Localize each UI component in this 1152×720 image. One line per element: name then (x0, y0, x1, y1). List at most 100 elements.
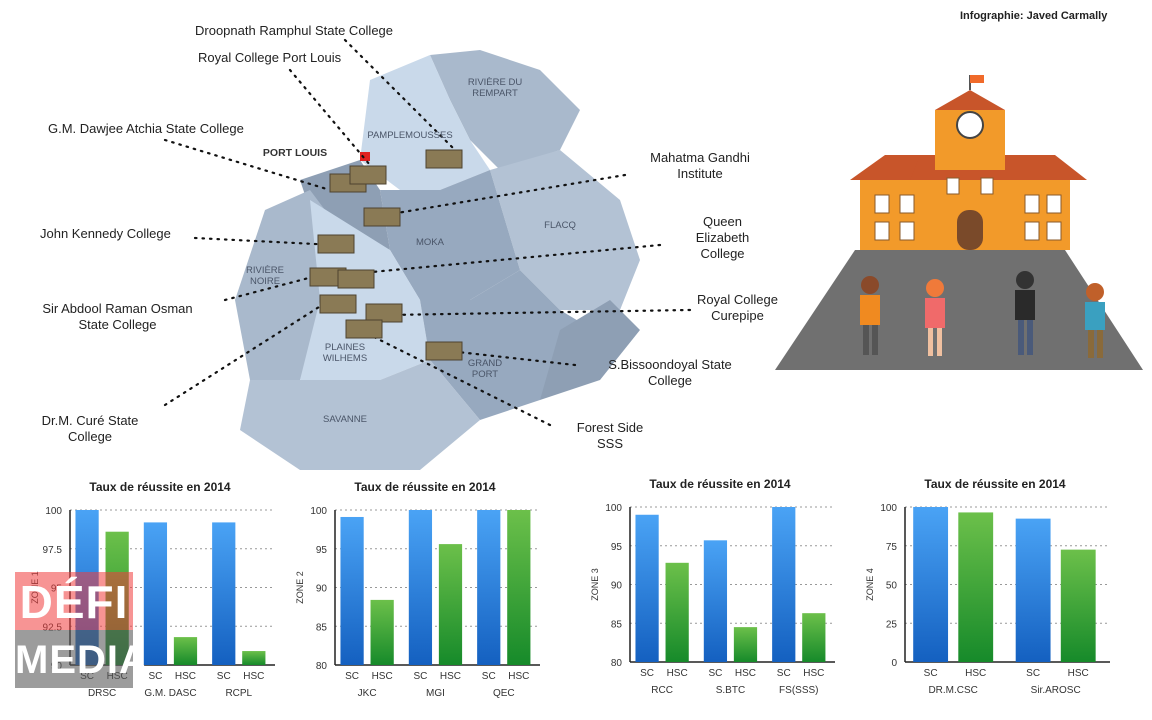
bar-label: HSC (735, 668, 756, 679)
bar-label: SC (708, 668, 722, 679)
bar-hsc (242, 651, 266, 665)
mauritius-map (163, 38, 692, 470)
bar-hsc (958, 512, 994, 662)
bar-hsc (173, 637, 198, 665)
y-tick-label: 95 (316, 545, 328, 556)
group-label: S.BTC (716, 685, 745, 696)
leader-lines (163, 38, 692, 427)
school-illustration (775, 75, 1143, 370)
bar-sc (212, 522, 236, 665)
district-moka (380, 170, 520, 300)
district-east (540, 300, 640, 400)
school-label-drmcsc: Dr.M. Curé State College (41, 413, 139, 444)
chart-title: Taux de réussite en 2014 (924, 477, 1066, 491)
bar-label: SC (148, 671, 162, 682)
school-label-droopnath: Droopnath Ramphul State College (195, 23, 394, 38)
group-label: RCPL (225, 688, 252, 699)
bar-hsc (802, 613, 826, 662)
group-label: G.M. DASC (144, 688, 196, 699)
school-label-gmdasc: G.M. Dawjee Atchia State College (48, 121, 244, 136)
door (957, 210, 983, 250)
district-label-grand-port: GRAND PORT (467, 358, 503, 380)
bar-sc (913, 507, 949, 662)
y-tick-label: 80 (611, 658, 623, 669)
bar-sc (143, 522, 168, 665)
bar-label: SC (924, 668, 938, 679)
students (860, 271, 1105, 358)
credit: Infographie: Javed Carmally (960, 10, 1108, 22)
school-label-sbsc: S.Bissoondoyal State College (608, 357, 732, 388)
district-label-riviere-du-rempart: RIVIÈRE DU REMPART (467, 77, 523, 99)
bar-hsc (665, 562, 689, 662)
y-tick-label: 75 (886, 542, 898, 553)
group-label: DR.M.CSC (928, 685, 977, 696)
bar-label: HSC (243, 671, 264, 682)
bar-hsc (1060, 549, 1096, 662)
watermark-bottom (15, 630, 133, 688)
y-tick-label: 25 (886, 619, 898, 630)
group-label: Sir.AROSC (1031, 685, 1081, 696)
school-label-fsss: Forest Side SSS (576, 420, 644, 451)
group-label: QEC (493, 688, 515, 699)
bar-label: HSC (1068, 668, 1089, 679)
bar-label: HSC (440, 671, 461, 682)
bar-label: HSC (175, 671, 196, 682)
bar-sc (1015, 518, 1051, 662)
bar-label: HSC (965, 668, 986, 679)
port-louis-marker (360, 152, 370, 161)
y-tick-label: 97.5 (43, 545, 63, 556)
district-grand-port (420, 270, 610, 420)
district-flacq (490, 150, 640, 310)
group-label: MGI (426, 688, 445, 699)
y-tick-label: 85 (611, 619, 623, 630)
group-label: DRSC (88, 688, 116, 699)
district-riviere-du-rempart (430, 50, 580, 170)
chart-title: Taux de réussite en 2014 (649, 477, 791, 491)
bar-sc (703, 540, 728, 662)
bar-sc (635, 514, 659, 662)
district-label-riviere-noire: RIVIÈRE NOIRE (245, 265, 284, 287)
school-label-jkc: John Kennedy College (40, 226, 171, 241)
bar-sc (340, 516, 364, 665)
y-axis-label: ZONE 2 (295, 571, 305, 604)
school-label-rcpl: Royal College Port Louis (198, 50, 342, 65)
group-label: RCC (651, 685, 673, 696)
bar-sc (772, 507, 796, 662)
school-label-mgi: Mahatma Gandhi Institute (650, 150, 750, 181)
district-label-pamplemousses: PAMPLEMOUSSES (367, 130, 453, 141)
bar-label: SC (413, 671, 427, 682)
bar-label: SC (345, 671, 359, 682)
group-label: FS(SSS) (779, 685, 818, 696)
bar-hsc (370, 599, 394, 665)
bar-label: HSC (372, 671, 393, 682)
school-label-rcc: Royal College Curepipe (697, 292, 778, 323)
bar-label: SC (217, 671, 231, 682)
district-savanne (240, 360, 480, 470)
y-tick-label: 0 (891, 658, 897, 669)
y-axis-label: ZONE 3 (590, 568, 600, 601)
bar-label: HSC (667, 668, 688, 679)
y-tick-label: 95 (611, 542, 623, 553)
bar-sc (477, 510, 501, 665)
bar-label: SC (482, 671, 496, 682)
y-tick-label: 80 (316, 661, 328, 672)
y-tick-label: 100 (605, 503, 622, 514)
bar-hsc (438, 544, 463, 665)
bar-hsc (507, 510, 531, 665)
chart-title: Taux de réussite en 2014 (89, 480, 231, 494)
bar-hsc (733, 627, 758, 662)
watermark-top (15, 572, 133, 630)
school-label-qec: Queen Elizabeth College (695, 214, 750, 261)
district-label-savanne: SAVANNE (323, 414, 367, 425)
bar-sc (408, 510, 433, 665)
district-label-moka: MOKA (416, 237, 444, 248)
bar-label: SC (1026, 668, 1040, 679)
flag-icon (970, 75, 984, 83)
y-axis-label: ZONE 4 (865, 568, 875, 601)
bar-label: SC (640, 668, 654, 679)
chart-title: Taux de réussite en 2014 (354, 480, 496, 494)
bar-label: HSC (508, 671, 529, 682)
